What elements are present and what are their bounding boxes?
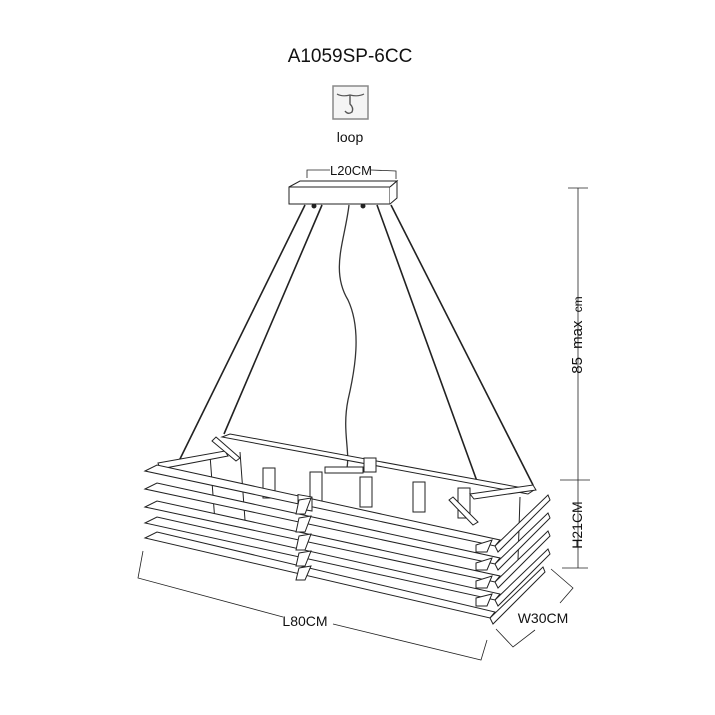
max-height-label: 85 max cm bbox=[569, 296, 586, 373]
mount-label: loop bbox=[337, 129, 364, 145]
slats bbox=[143, 464, 551, 625]
canopy bbox=[288, 179, 399, 209]
hook-icon bbox=[332, 85, 369, 120]
max-height-value: 85 bbox=[569, 357, 586, 374]
slat-1 bbox=[143, 464, 551, 553]
model-title: A1059SP-6CC bbox=[288, 46, 413, 67]
length-dimension bbox=[137, 550, 488, 661]
suspension-wires bbox=[177, 204, 534, 486]
height-dimension bbox=[560, 187, 590, 569]
body-height-label: H21CM bbox=[569, 501, 585, 548]
width-dimension bbox=[495, 568, 574, 648]
width-label: W30CM bbox=[518, 610, 569, 626]
slat-4 bbox=[143, 516, 551, 607]
power-cable bbox=[338, 204, 357, 469]
slat-3 bbox=[143, 500, 551, 589]
max-height-unit: cm bbox=[571, 296, 585, 312]
canopy-length-dimension bbox=[306, 169, 397, 179]
max-height-word: max bbox=[569, 320, 586, 349]
canopy-length-label: L20CM bbox=[330, 163, 372, 178]
svg-text:85 max cm: 85 max cm bbox=[569, 296, 586, 373]
length-label: L80CM bbox=[282, 613, 327, 629]
slat-2 bbox=[143, 482, 551, 571]
slat-5 bbox=[143, 531, 546, 625]
